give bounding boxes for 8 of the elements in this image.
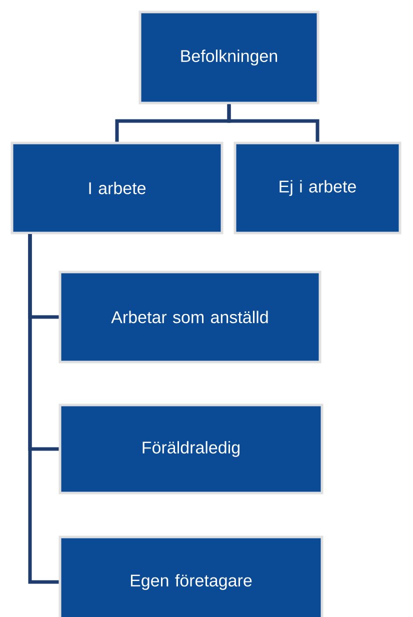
box: Föräldraledig (58, 404, 324, 494)
connector (227, 104, 320, 142)
box: Befolkningen (138, 10, 320, 104)
box: Ej i arbete (234, 142, 402, 234)
box: Arbetar som anställd (58, 270, 322, 364)
box: Egen företagare (58, 536, 324, 617)
box: I arbete (10, 142, 224, 234)
connector (28, 234, 59, 584)
